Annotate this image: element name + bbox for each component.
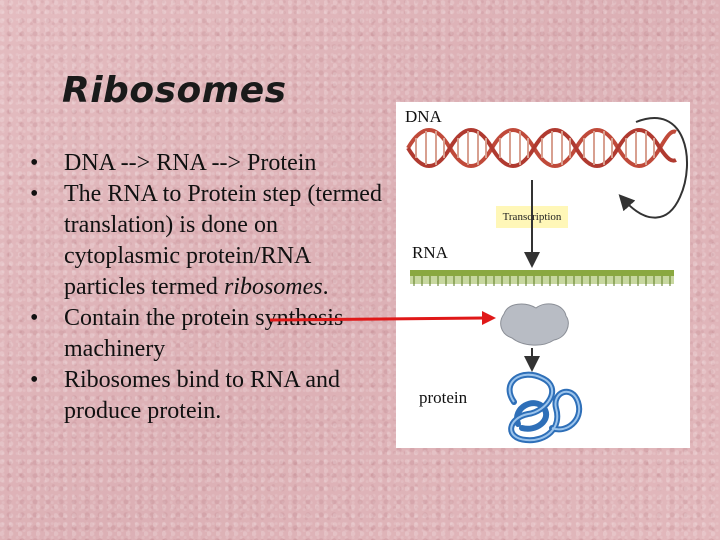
pointer-arrowhead-icon bbox=[482, 311, 496, 325]
bullet-text: The RNA to Protein step (termed translat… bbox=[64, 181, 382, 300]
bullet-item: Ribosomes bind to RNA and produce protei… bbox=[28, 365, 388, 427]
bullet-text: Ribosomes bind to RNA and produce protei… bbox=[64, 367, 341, 424]
bullet-item: Contain the protein synthesis machinery bbox=[28, 303, 388, 365]
rna-strand-icon bbox=[410, 270, 674, 286]
slide-title: Ribosomes bbox=[62, 70, 287, 111]
ribosome-pointer-arrow-icon bbox=[269, 316, 485, 322]
ribosome-icon bbox=[500, 303, 569, 346]
replication-arrow-icon bbox=[618, 117, 688, 219]
folded-protein-outline bbox=[508, 373, 581, 442]
dna-label: DNA bbox=[405, 107, 442, 126]
translation-figure: DNA Transcription RNA protein bbox=[396, 102, 690, 448]
bullet-text-end: . bbox=[322, 274, 329, 300]
bullet-item: The RNA to Protein step (termed translat… bbox=[28, 179, 388, 303]
bullet-text: Contain the protein synthesis machinery bbox=[64, 305, 344, 362]
figure-graphics bbox=[406, 117, 688, 444]
bullet-item: DNA --> RNA --> Protein bbox=[28, 148, 388, 179]
bullet-emphasis: ribosomes bbox=[223, 274, 323, 300]
dna-helix-icon bbox=[406, 128, 677, 168]
protein-label: protein bbox=[419, 388, 468, 407]
rna-label: RNA bbox=[412, 243, 448, 262]
bullet-text: DNA --> RNA --> Protein bbox=[64, 150, 317, 176]
bullet-list: DNA --> RNA --> Protein The RNA to Prote… bbox=[28, 148, 388, 427]
